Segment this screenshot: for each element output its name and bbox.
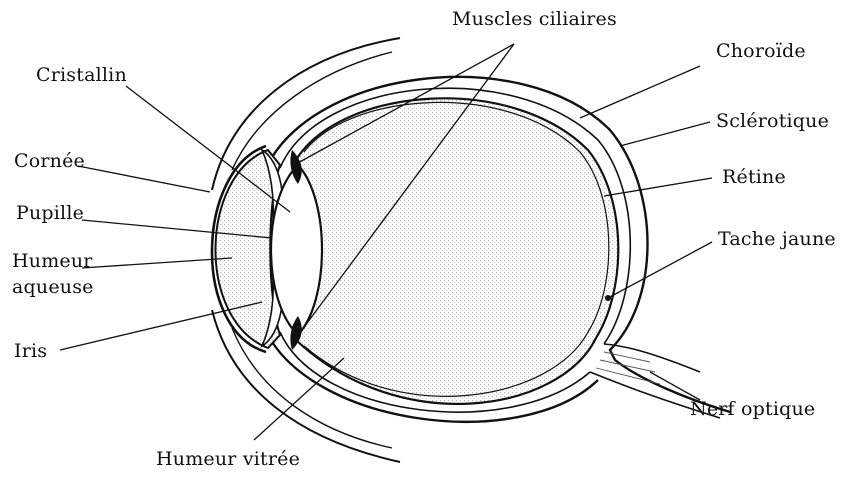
label-humeur-aqueuse-1: Humeur <box>12 250 93 272</box>
label-nerf-optique: Nerf optique <box>690 398 815 420</box>
leader-choroide <box>580 66 700 118</box>
label-sclerotique: Sclérotique <box>716 110 829 132</box>
leader-humeur-aqueuse <box>82 258 232 268</box>
optic-nerve-upper <box>604 344 700 372</box>
leader-sclerotique <box>620 122 710 146</box>
label-retine: Rétine <box>722 166 786 188</box>
label-cristallin: Cristallin <box>36 64 127 86</box>
leader-cristallin <box>126 86 290 212</box>
label-humeur-vitree: Humeur vitrée <box>156 448 300 470</box>
label-cornee: Cornée <box>14 150 85 172</box>
label-iris: Iris <box>14 340 47 362</box>
label-tache-jaune: Tache jaune <box>718 228 836 250</box>
label-humeur-aqueuse-2: aqueuse <box>12 276 94 298</box>
vitreous-body <box>287 98 619 404</box>
label-pupille: Pupille <box>16 202 84 224</box>
label-muscles-ciliaires: Muscles ciliaires <box>452 8 617 30</box>
leader-cornee <box>78 166 210 192</box>
label-choroide: Choroïde <box>716 40 806 62</box>
leader-tache-jaune <box>608 242 712 298</box>
